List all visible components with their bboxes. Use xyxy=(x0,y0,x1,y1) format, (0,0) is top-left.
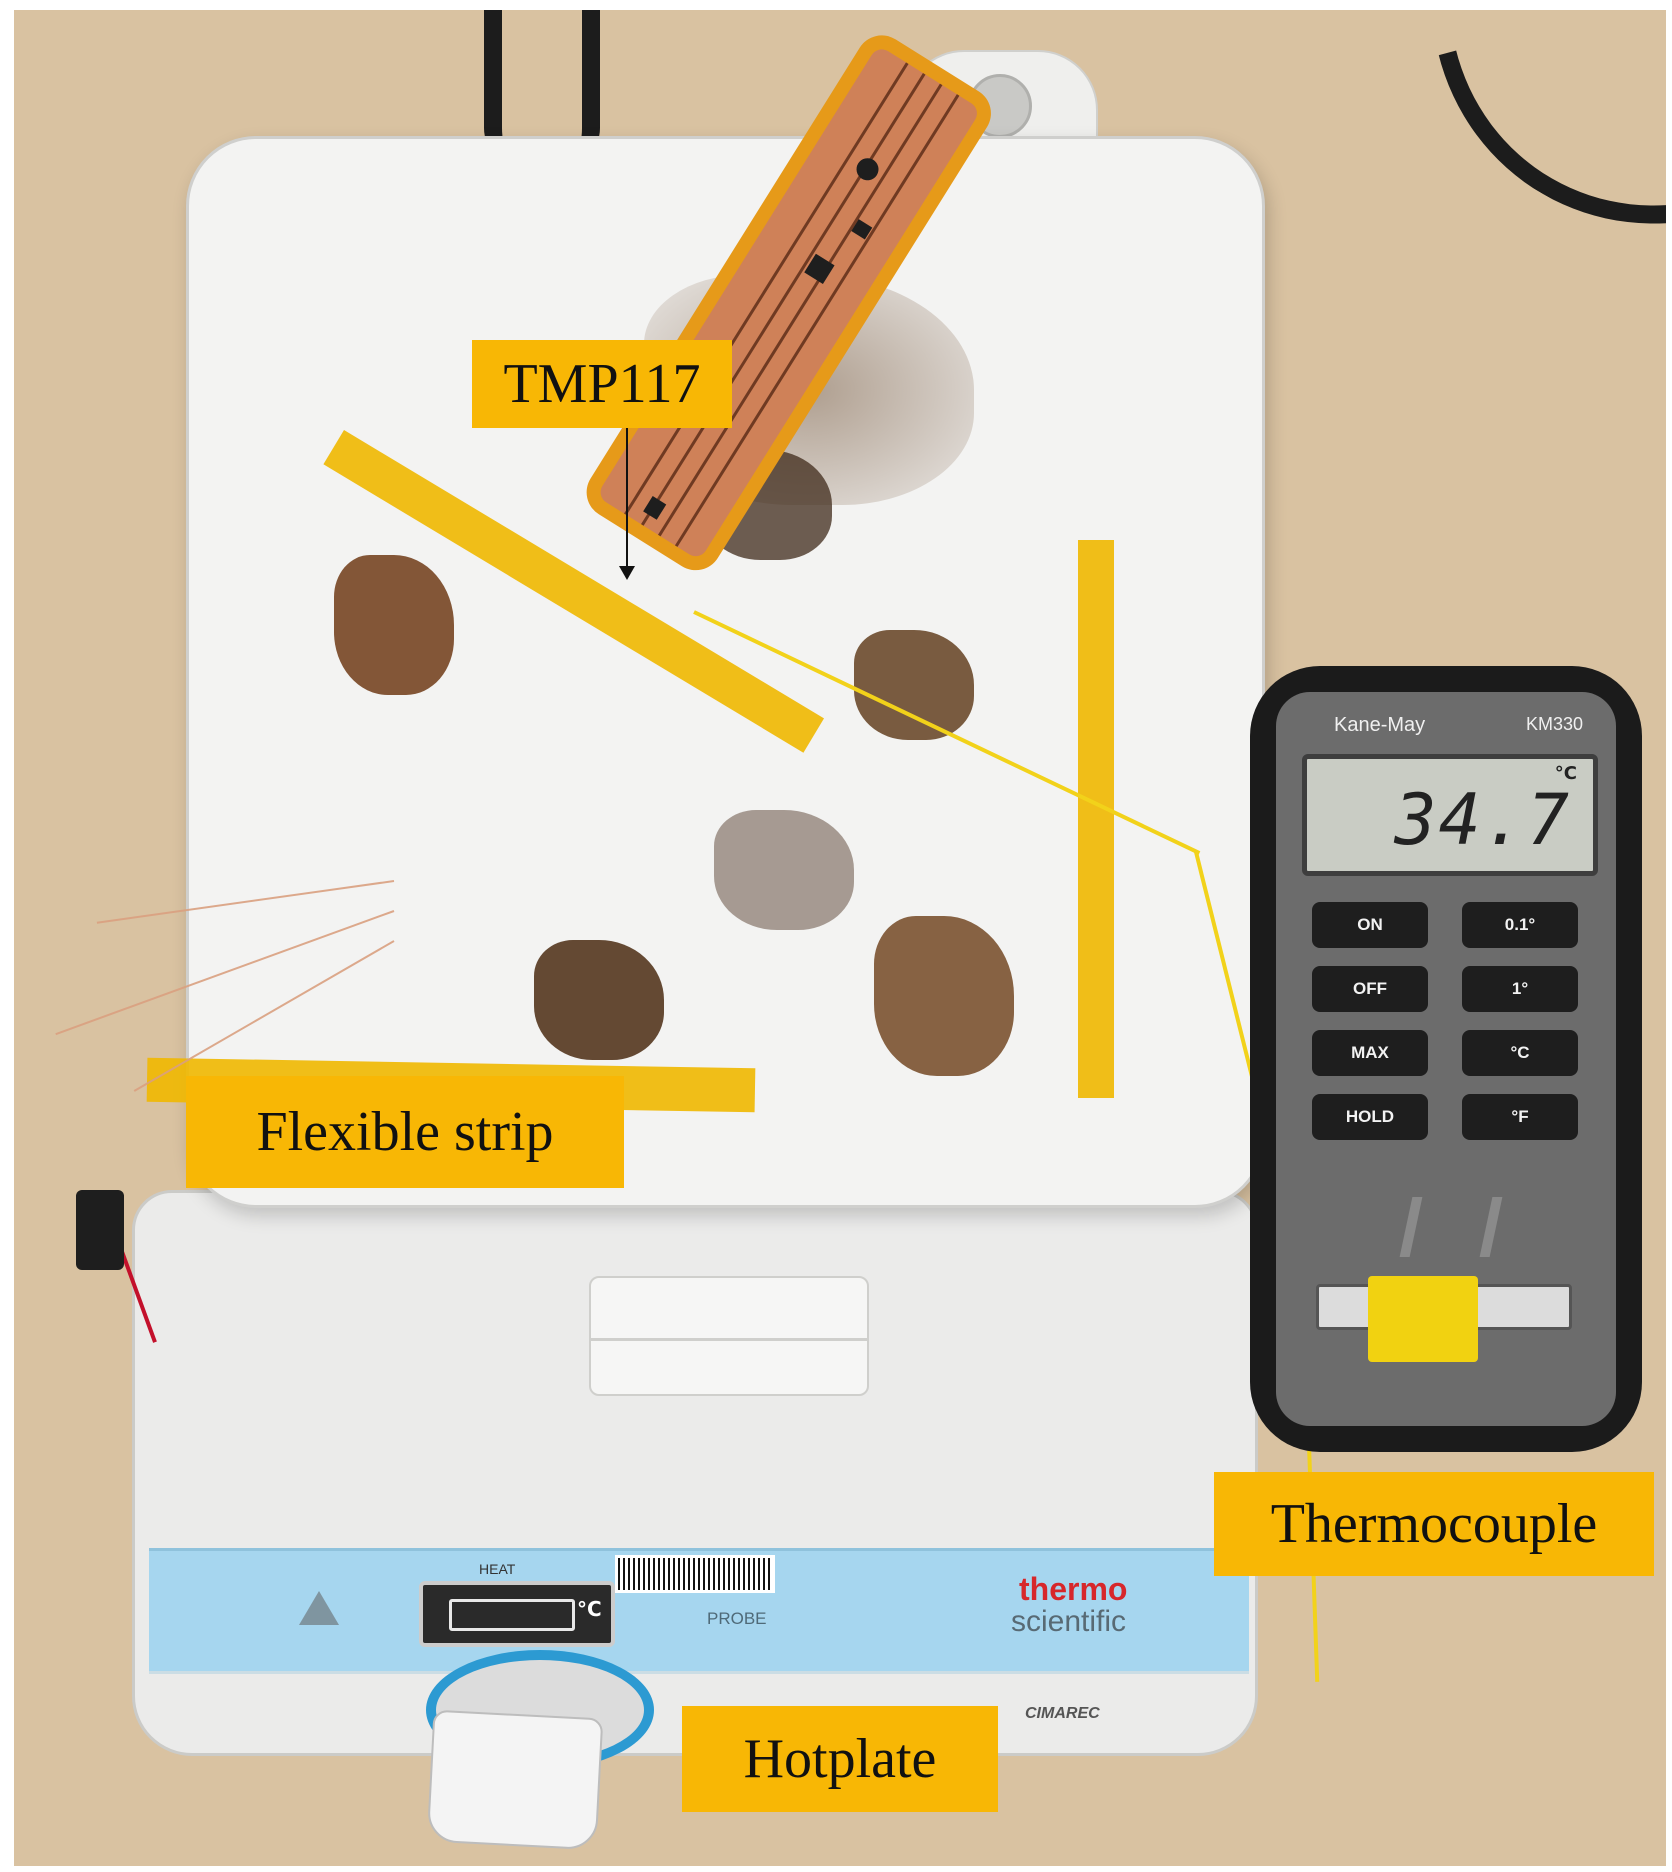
label-tmp117: TMP117 xyxy=(472,340,732,428)
connector-plug xyxy=(76,1190,124,1270)
tmp117-arrow xyxy=(626,428,628,568)
meter-resolution-01-button[interactable]: 0.1° xyxy=(1462,902,1578,948)
power-cable-right xyxy=(1345,10,1666,309)
heat-label: HEAT xyxy=(479,1561,516,1577)
experiment-photo: HEAT °C PROBE thermo scientific CIMAREC xyxy=(14,10,1666,1866)
heat-display: °C xyxy=(419,1581,615,1647)
meter-off-button[interactable]: OFF xyxy=(1312,966,1428,1012)
meter-fahrenheit-button[interactable]: °F xyxy=(1462,1094,1578,1140)
meter-hold-button[interactable]: HOLD xyxy=(1312,1094,1428,1140)
hotplate-model: CIMAREC xyxy=(1025,1705,1100,1722)
stand-groove xyxy=(591,1338,867,1341)
hotplate-base: HEAT °C PROBE thermo scientific CIMAREC xyxy=(132,1190,1258,1756)
meter-lcd: °C 34.7 xyxy=(1302,754,1598,876)
heat-display-digits xyxy=(449,1599,575,1631)
brand-scientific: scientific xyxy=(1011,1605,1127,1638)
meter-resolution-1-button[interactable]: 1° xyxy=(1462,966,1578,1012)
kapton-tape xyxy=(1078,540,1114,1098)
meter-unit: °C xyxy=(1554,763,1577,784)
heat-knob xyxy=(426,1709,604,1851)
label-thermocouple: Thermocouple xyxy=(1214,1472,1654,1576)
thermocouple-connector xyxy=(1368,1276,1478,1362)
meter-celsius-button[interactable]: °C xyxy=(1462,1030,1578,1076)
meter-body: Kane-May KM330 °C 34.7 ON 0.1° OFF 1° MA… xyxy=(1276,692,1616,1426)
tmp117-arrow-head xyxy=(619,566,635,580)
probe-label: PROBE xyxy=(707,1609,767,1628)
stain xyxy=(874,916,1014,1076)
stain xyxy=(534,940,664,1060)
stain xyxy=(334,555,454,695)
stain xyxy=(714,810,854,930)
meter-logo-icon xyxy=(1399,1197,1503,1257)
meter-max-button[interactable]: MAX xyxy=(1312,1030,1428,1076)
hotplate-front-panel: HEAT °C PROBE thermo scientific xyxy=(149,1548,1249,1674)
meter-on-button[interactable]: ON xyxy=(1312,902,1428,948)
label-hotplate: Hotplate xyxy=(682,1706,998,1812)
stain xyxy=(854,630,974,740)
plate-stand xyxy=(589,1276,869,1396)
meter-model: KM330 xyxy=(1526,714,1584,734)
brand-thermo: thermo xyxy=(1019,1571,1128,1607)
power-cable-left xyxy=(484,10,600,168)
meter-reading: 34.7 xyxy=(1394,779,1571,861)
thermometer-meter: Kane-May KM330 °C 34.7 ON 0.1° OFF 1° MA… xyxy=(1250,666,1642,1452)
label-flexible-strip: Flexible strip xyxy=(186,1076,624,1188)
meter-brand: Kane-May xyxy=(1334,714,1426,736)
heat-display-unit: °C xyxy=(577,1597,602,1621)
barcode-sticker xyxy=(615,1555,775,1593)
hot-top-warning-icon xyxy=(299,1591,339,1625)
